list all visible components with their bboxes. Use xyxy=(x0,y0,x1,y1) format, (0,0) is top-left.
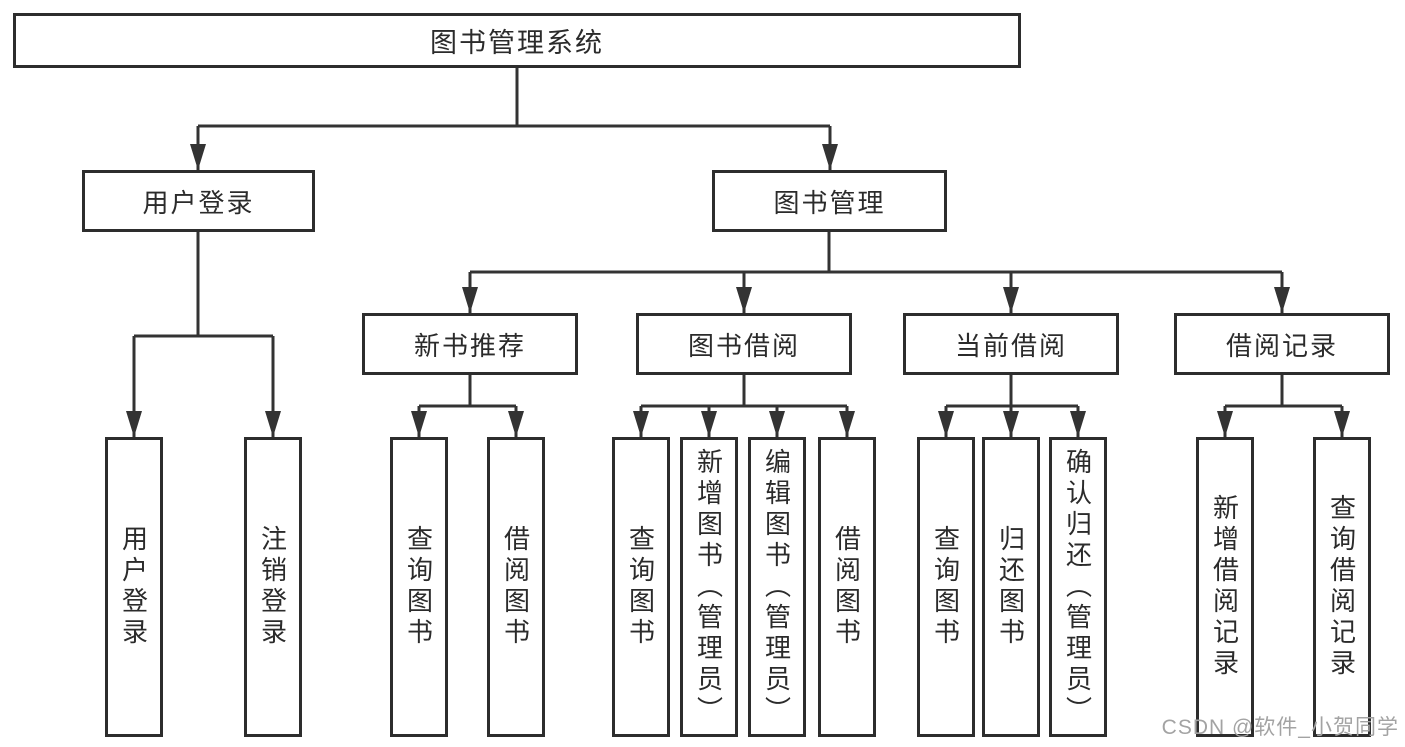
node-book-management: 图书管理 xyxy=(712,170,947,232)
leaf-label: 借阅图书 xyxy=(831,525,862,649)
leaf-label: 查询借阅记录 xyxy=(1326,494,1357,680)
leaf-label: 确认归还（管理员） xyxy=(1062,447,1093,727)
node-new-book-recommendation: 新书推荐 xyxy=(362,313,578,375)
node-leaf-query-borrow-record: 查询借阅记录 xyxy=(1313,437,1371,737)
node-leaf-user-login: 用户登录 xyxy=(105,437,163,737)
node-leaf-edit-book-admin: 编辑图书（管理员） xyxy=(748,437,806,737)
node-leaf-confirm-return-admin: 确认归还（管理员） xyxy=(1049,437,1107,737)
leaf-label: 查询图书 xyxy=(930,525,961,649)
node-leaf-query-book-1: 查询图书 xyxy=(390,437,448,737)
node-root-system: 图书管理系统 xyxy=(13,13,1021,68)
node-leaf-query-book-3: 查询图书 xyxy=(917,437,975,737)
leaf-label: 借阅图书 xyxy=(500,525,531,649)
leaf-label: 注销登录 xyxy=(257,525,288,649)
leaf-label: 查询图书 xyxy=(403,525,434,649)
node-user-login-group: 用户登录 xyxy=(82,170,315,232)
node-borrowing-records: 借阅记录 xyxy=(1174,313,1390,375)
node-leaf-logout: 注销登录 xyxy=(244,437,302,737)
node-leaf-borrow-book-2: 借阅图书 xyxy=(818,437,876,737)
csdn-watermark: CSDN @软件_小贺同学 xyxy=(1161,716,1399,739)
node-leaf-return-book: 归还图书 xyxy=(982,437,1040,737)
leaf-label: 查询图书 xyxy=(625,525,656,649)
leaf-label: 编辑图书（管理员） xyxy=(761,447,792,727)
node-leaf-query-book-2: 查询图书 xyxy=(612,437,670,737)
node-current-borrowing: 当前借阅 xyxy=(903,313,1119,375)
leaf-label: 新增借阅记录 xyxy=(1209,494,1240,680)
leaf-label: 归还图书 xyxy=(995,525,1026,649)
node-leaf-borrow-book-1: 借阅图书 xyxy=(487,437,545,737)
leaf-label: 用户登录 xyxy=(118,525,149,649)
leaf-label: 新增图书（管理员） xyxy=(693,447,724,727)
node-book-borrowing: 图书借阅 xyxy=(636,313,852,375)
arrowhead-icons xyxy=(126,144,1350,437)
node-leaf-add-borrow-record: 新增借阅记录 xyxy=(1196,437,1254,737)
node-leaf-add-book-admin: 新增图书（管理员） xyxy=(680,437,738,737)
